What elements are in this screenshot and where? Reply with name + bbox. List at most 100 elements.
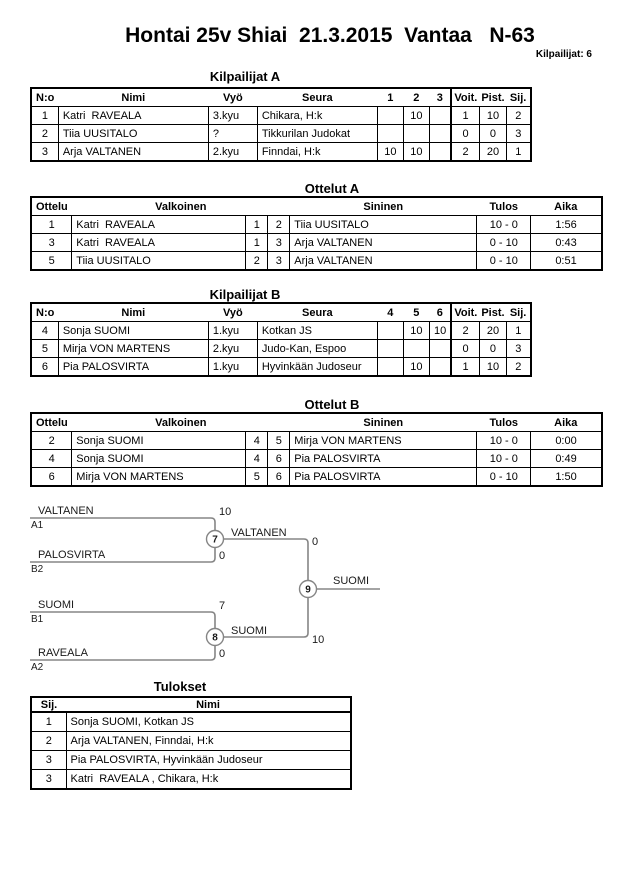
cell-time: 0:43 [530,233,603,252]
col-r3: 3 [429,88,452,107]
cell-r2: 10 [402,142,430,162]
cell-belt: 1.kyu [207,357,258,377]
table-row: 2 Arja VALTANEN, Finndai, H:k [30,731,352,751]
cell-white-no: 2 [245,251,269,271]
cell-no: 1 [30,106,59,125]
col-r2: 2 [403,88,430,107]
cell-club: Kotkan JS [256,321,378,340]
table-header-row: N:o Nimi Vyö Seura 1 2 3 Voit. Pist. Sij… [31,88,531,107]
semi1-top-seed: A1 [31,520,44,531]
cell-blue-no: 5 [267,431,291,450]
cell-time: 0:00 [530,431,603,450]
cell-no: 2 [30,124,59,143]
col-white: Valkoinen [71,197,290,216]
col-r1: 1 [377,88,404,107]
cell-blue-no: 6 [267,449,291,468]
cell-r3 [428,142,452,162]
semi1-top-score: 10 [219,506,231,518]
col-belt: Vyö [208,303,258,322]
semi2-winner-name: SUOMI [231,625,267,637]
col-time: Aika [530,197,602,216]
semi1-winner-name: VALTANEN [231,527,287,539]
cell-belt: ? [207,124,258,143]
cell-r1 [376,106,404,125]
cell-blue-no: 2 [267,215,291,234]
cell-r1: 10 [376,142,404,162]
table-row: 6 Pia PALOSVIRTA 1.kyu Hyvinkään Judoseu… [30,357,532,377]
match-9-circle [298,579,318,599]
cell-place: 2 [506,357,532,377]
cell-white-no: 1 [245,215,269,234]
cell-name: Sonja SUOMI, Kotkan JS [65,711,352,732]
semi1-bottom-seed: B2 [31,564,44,575]
table-row: 3 Pia PALOSVIRTA, Hyvinkään Judoseur [30,750,352,770]
cell-name: Mirja VON MARTENS [57,339,209,358]
cell-points: 0 [478,124,508,143]
cell-blue-name: Arja VALTANEN [289,233,478,252]
cell-time: 1:56 [530,215,603,234]
table-row: 5 Mirja VON MARTENS 2.kyu Judo-Kan, Espo… [30,339,532,358]
cell-wins: 1 [450,357,480,377]
cell-points: 20 [478,142,508,162]
cell-no: 5 [30,339,59,358]
cell-match-no: 2 [30,431,73,450]
table-row: 3 Arja VALTANEN 2.kyu Finndai, H:k 10 10… [30,142,532,162]
col-belt: Vyö [208,88,258,107]
match-7-circle [205,529,225,549]
results-title: Tulokset [153,679,207,694]
semi1-bottom-name: PALOSVIRTA [38,549,106,561]
bracket-line [30,611,216,629]
cell-r2 [402,124,430,143]
cell-result: 10 - 0 [476,215,532,234]
pool-b-title: Kilpailijat B [209,287,281,302]
col-r6: 6 [429,303,452,322]
cell-result: 0 - 10 [476,233,532,252]
table-header-row: Sij. Nimi [31,697,351,713]
matches-a-title: Ottelut A [304,181,360,196]
col-time: Aika [530,413,602,432]
cell-time: 1:50 [530,467,603,487]
cell-white-name: Tiia UUSITALO [71,251,247,271]
cell-time: 0:49 [530,449,603,468]
cell-place: 3 [30,750,67,770]
cell-r3 [428,106,452,125]
table-row: 3 Katri RAVEALA , Chikara, H:k [30,769,352,790]
cell-no: 4 [30,321,59,340]
cell-match-no: 1 [30,215,73,234]
cell-place: 2 [506,106,532,125]
cell-place: 1 [506,321,532,340]
semi2-bottom-name: RAVEALA [38,647,89,659]
medal-bracket: 7 8 9 VALTANEN A1 10 PALOSVIRTA B2 0 VAL… [30,505,380,673]
cell-r5 [402,339,430,358]
table-header-row: Ottelu Valkoinen Sininen Tulos Aika [31,197,602,216]
bracket-line [30,645,216,661]
semi1-top-name: VALTANEN [38,505,94,517]
cell-blue-no: 3 [267,251,291,271]
cell-time: 0:51 [530,251,603,271]
cell-place: 2 [30,731,67,751]
cell-white-no: 4 [245,449,269,468]
col-blue: Sininen [289,413,477,432]
table-row: 1 Sonja SUOMI, Kotkan JS [30,711,352,732]
cell-match-no: 5 [30,251,73,271]
col-name: Nimi [66,697,351,713]
matches-b-table: Ottelu Valkoinen Sininen Tulos Aika 2 So… [30,412,603,487]
semi1-bottom-score: 0 [219,550,225,562]
col-r4: 4 [377,303,404,322]
cell-result: 10 - 0 [476,449,532,468]
col-result: Tulos [476,197,531,216]
cell-blue-name: Pia PALOSVIRTA [289,467,478,487]
semi2-bottom-score: 0 [219,648,225,660]
pool-a-table: N:o Nimi Vyö Seura 1 2 3 Voit. Pist. Sij… [30,87,532,162]
cell-white-name: Katri RAVEALA [71,233,247,252]
cell-name: Pia PALOSVIRTA, Hyvinkään Judoseur [65,750,352,770]
col-match: Ottelu [31,197,72,216]
cell-r2: 10 [402,106,430,125]
cell-name: Katri RAVEALA , Chikara, H:k [65,769,352,790]
table-header-row: N:o Nimi Vyö Seura 4 5 6 Voit. Pist. Sij… [31,303,531,322]
cell-club: Finndai, H:k [256,142,378,162]
cell-white-name: Sonja SUOMI [71,449,247,468]
cell-match-no: 4 [30,449,73,468]
cell-name: Tiia UUSITALO [57,124,209,143]
